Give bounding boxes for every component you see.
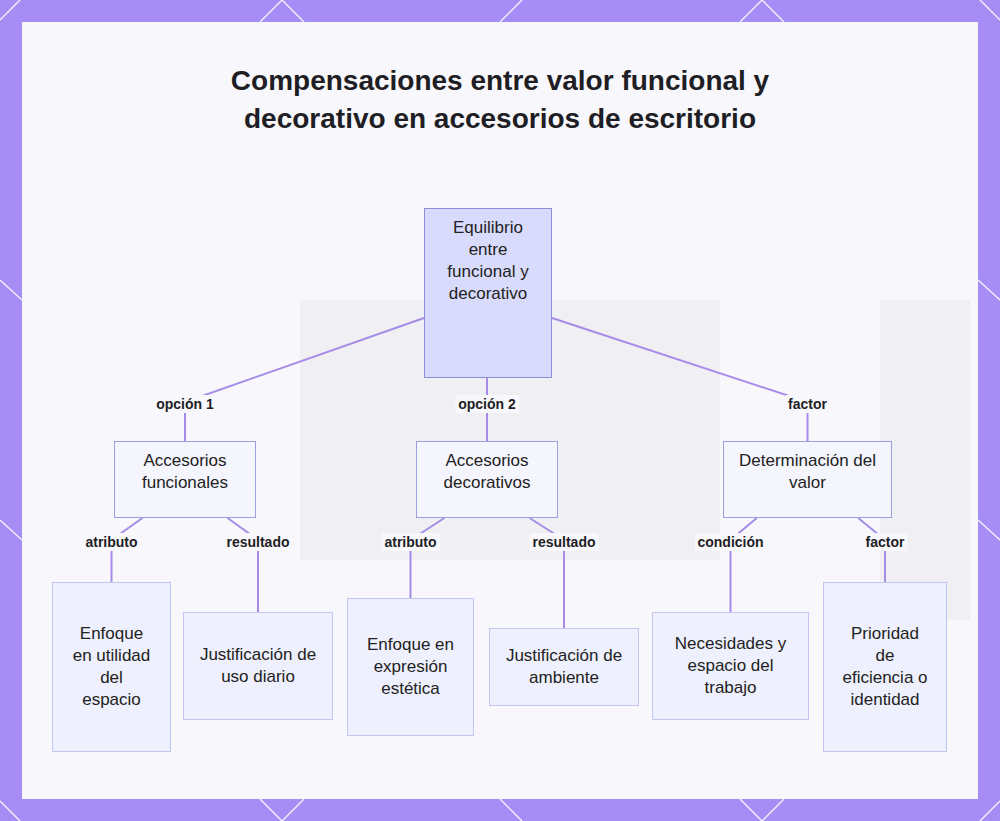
process-box: Accesorios funcionales xyxy=(114,441,256,518)
faded-backdrop xyxy=(300,300,970,620)
process-box: Enfoque en expresión estética xyxy=(347,598,474,736)
node-text: Justificación de ambiente xyxy=(499,645,629,689)
edge-label: opción 2 xyxy=(455,395,519,413)
node-text: Enfoque en expresión estética xyxy=(359,634,463,700)
edge-label: resultado xyxy=(529,533,598,551)
node-text: Accesorios decorativos xyxy=(425,450,549,494)
diagram-title: Compensaciones entre valor funcional y d… xyxy=(205,62,795,138)
process-box: Accesorios decorativos xyxy=(416,441,558,518)
process-box: Justificación de uso diario xyxy=(183,612,333,720)
node-text: Prioridad de eficiencia o identidad xyxy=(840,623,930,711)
edge-label: resultado xyxy=(223,533,292,551)
inner-panel xyxy=(22,22,978,799)
connector-line xyxy=(411,518,445,598)
process-box: Equilibrio entre funcional y decorativo xyxy=(424,208,552,378)
process-box: Determinación del valor xyxy=(723,441,892,518)
node-text: Necesidades y espacio del trabajo xyxy=(669,633,793,699)
edge-label: atributo xyxy=(381,533,439,551)
process-box: Necesidades y espacio del trabajo xyxy=(652,612,809,720)
node-text: Determinación del valor xyxy=(733,450,883,494)
connector-line xyxy=(185,318,424,441)
process-box: Prioridad de eficiencia o identidad xyxy=(823,582,947,752)
node-text: Equilibrio entre funcional y decorativo xyxy=(438,217,538,305)
node-text: Enfoque en utilidad del espacio xyxy=(72,623,152,711)
node-text: Justificación de uso diario xyxy=(196,644,320,688)
edge-label: opción 1 xyxy=(153,395,217,413)
edge-label: atributo xyxy=(82,533,140,551)
connector-line xyxy=(552,318,808,441)
edge-label: factor xyxy=(785,395,830,413)
process-box: Enfoque en utilidad del espacio xyxy=(52,582,171,752)
process-box: Justificación de ambiente xyxy=(489,628,639,706)
edge-label: condición xyxy=(694,533,766,551)
edge-label: factor xyxy=(863,533,908,551)
node-text: Accesorios funcionales xyxy=(123,450,247,494)
